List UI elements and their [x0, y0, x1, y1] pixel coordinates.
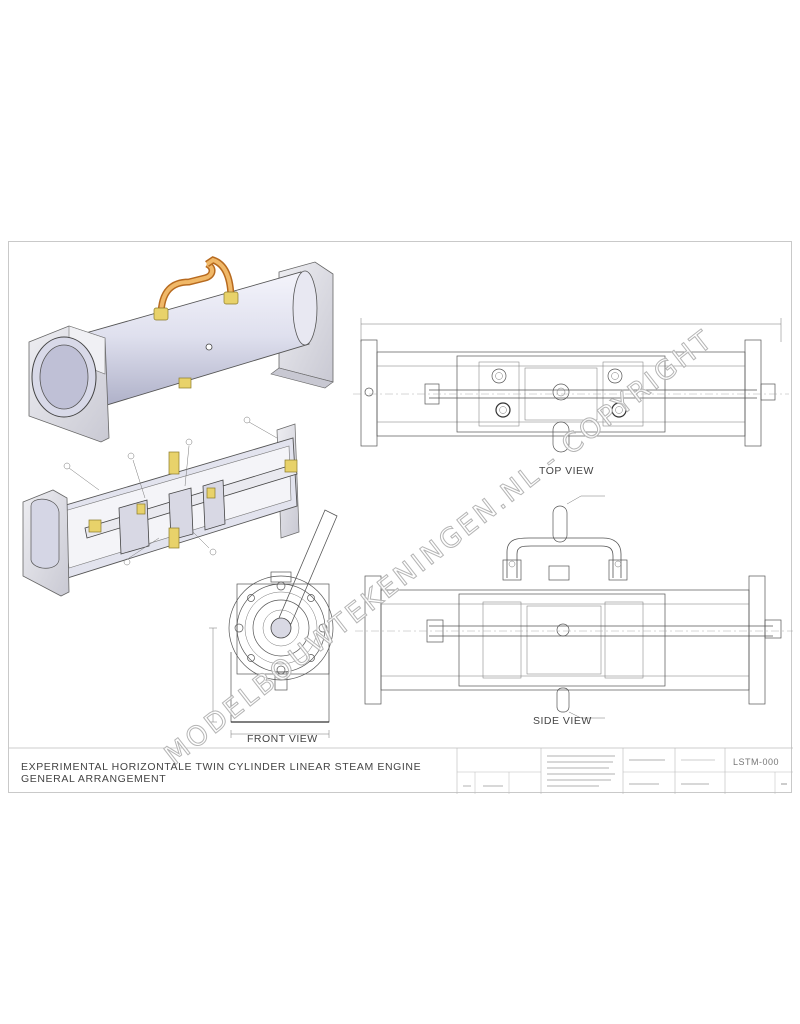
side-view: SIDE VIEW [355, 495, 793, 727]
isometric-assembly-view [28, 256, 334, 443]
technical-drawing: FRONT VIEW [9, 256, 793, 794]
drawing-number: LSTM-000 [733, 757, 780, 767]
title-block: EXPERIMENTAL HORIZONTALE TWIN CYLINDER L… [9, 748, 793, 794]
front-view: FRONT VIEW [209, 509, 338, 745]
side-view-label: SIDE VIEW [533, 715, 592, 727]
drawing-title: EXPERIMENTAL HORIZONTALE TWIN CYLINDER L… [21, 761, 422, 773]
front-view-label: FRONT VIEW [247, 733, 318, 745]
top-view: TOP VIEW [353, 318, 789, 477]
drawing-sheet: FRONT VIEW [8, 241, 793, 794]
drawing-subtitle: GENERAL ARRANGEMENT [21, 773, 167, 785]
title-block-grid [9, 747, 793, 794]
isometric-section-view [22, 416, 300, 597]
top-view-label: TOP VIEW [539, 465, 594, 477]
